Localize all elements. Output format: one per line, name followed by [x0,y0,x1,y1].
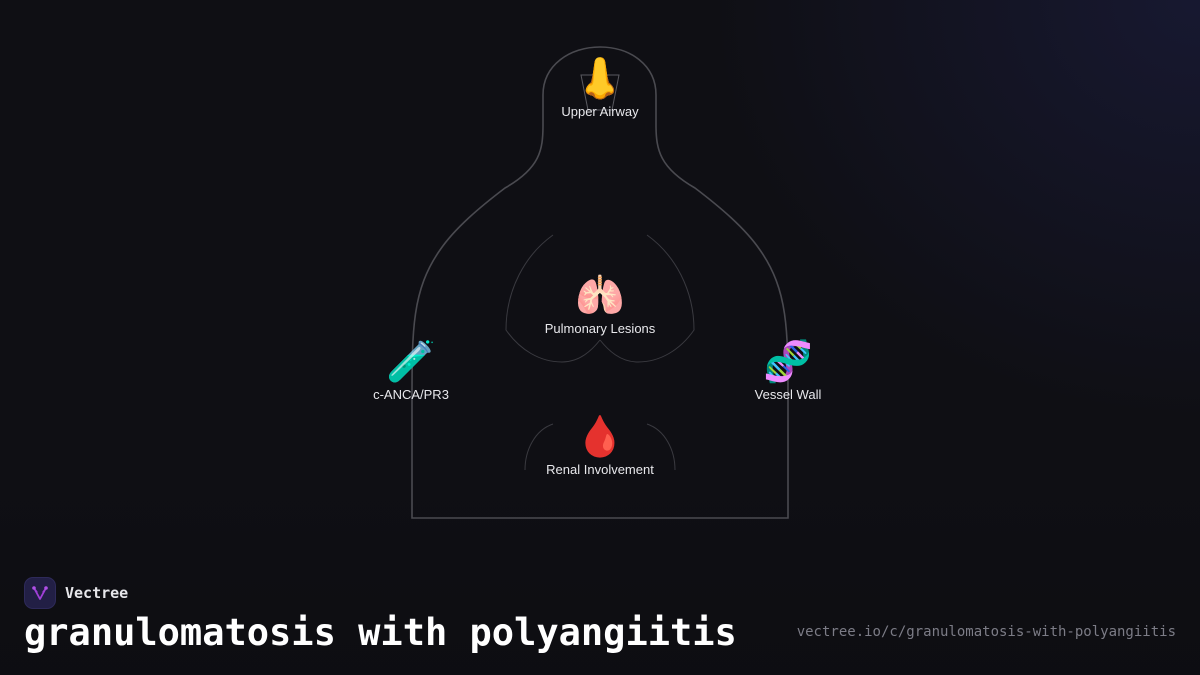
node-vessel-wall[interactable]: 🧬 Vessel Wall [755,339,822,402]
node-pulmonary-lesions[interactable]: 🫁 Pulmonary Lesions [545,273,656,336]
blood-drop-icon: 🩸 [575,414,625,460]
right-lung-outline [599,234,695,363]
vectree-logo-icon [24,577,56,609]
node-label: Vessel Wall [754,387,822,402]
lungs-icon: 🫁 [575,273,625,319]
brand-name: Vectree [65,584,129,602]
torso-outline [411,46,789,519]
dna-icon: 🧬 [763,339,813,385]
left-lung-outline [505,234,601,363]
brand[interactable]: Vectree [24,577,128,609]
test-tube-icon: 🧪 [386,339,436,385]
left-kidney-outline [524,423,554,471]
node-label: Renal Involvement [546,462,654,477]
node-label: Pulmonary Lesions [544,321,656,336]
node-label: c-ANCA/PR3 [373,387,449,402]
nose-icon: 👃 [575,56,625,102]
node-upper-airway[interactable]: 👃 Upper Airway [561,56,638,119]
page-title: granulomatosis with polyangiitis [24,611,737,654]
node-c-anca-pr3[interactable]: 🧪 c-ANCA/PR3 [373,339,449,402]
right-kidney-outline [646,423,676,471]
page-url[interactable]: vectree.io/c/granulomatosis-with-polyang… [796,624,1176,640]
node-label: Upper Airway [561,104,639,119]
node-renal-involvement[interactable]: 🩸 Renal Involvement [546,414,654,477]
airway-outline [580,74,620,111]
